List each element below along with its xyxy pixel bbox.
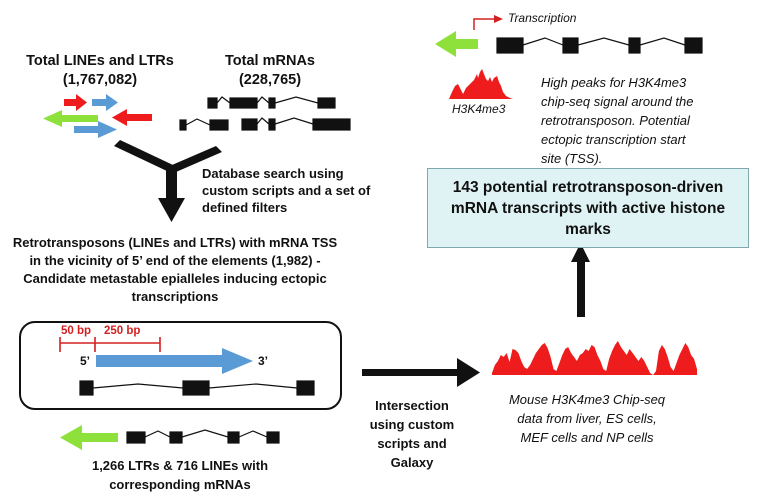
- database-search-label: Database search using custom scripts and…: [202, 165, 372, 216]
- caption-line: Mouse H3K4me3 Chip-seq: [508, 392, 666, 407]
- chipseq-signal-track: [492, 341, 697, 375]
- h3k4me3-label: H3K4me3: [452, 102, 506, 116]
- result-line: 143 potential retrotransposon-driven: [452, 179, 724, 196]
- text-line: transcriptions: [131, 289, 219, 304]
- chipseq-caption: Mouse H3K4me3 Chip-seq data from liver, …: [487, 390, 687, 447]
- green-arrow-left: [43, 110, 98, 127]
- top-gene-model: [496, 37, 703, 54]
- matched-pair-graphic: [60, 425, 280, 450]
- label-line: custom scripts and a set of: [202, 183, 371, 198]
- note-line: retrotransposon. Potential: [541, 113, 690, 128]
- intersection-label: Intersection using custom scripts and Ga…: [362, 396, 462, 472]
- blue-arrow-right-lower: [74, 121, 117, 138]
- red-arrow-right: [64, 94, 87, 111]
- mrna-gene-models: [179, 96, 351, 131]
- h3k4me3-small-peak: [449, 69, 513, 99]
- upstream-50bp-label: 50 bp: [61, 325, 92, 337]
- label-line: scripts and: [377, 436, 447, 451]
- transcription-label: Transcription: [508, 11, 577, 25]
- gene-model: [179, 118, 229, 131]
- retrotransposon-arrow-blue: [96, 348, 253, 374]
- text-line: Candidate metastable epialleles inducing…: [23, 271, 327, 286]
- green-arrow-left-top: [435, 31, 478, 57]
- mrna-count: (228,765): [238, 72, 302, 88]
- note-line: ectopic transcription start: [541, 132, 686, 147]
- label-line: Intersection: [375, 398, 449, 413]
- caption-line: data from liver, ES cells,: [517, 411, 657, 426]
- tss-window-ruler: [59, 337, 161, 352]
- retrotransposon-total: Total LINEs and LTRs (1,767,082): [20, 52, 180, 90]
- note-line: site (TSS).: [541, 151, 603, 166]
- gene-model: [241, 117, 351, 131]
- blue-arrow-right: [92, 94, 118, 111]
- three-prime-label: 3’: [258, 354, 269, 368]
- note-line: chip-seq signal around the: [541, 94, 694, 109]
- matched-elements-text: 1,266 LTRs & 716 LINEs with correspondin…: [60, 456, 300, 494]
- label-line: using custom: [369, 417, 455, 432]
- transcription-arrow: [473, 15, 503, 30]
- downstream-250bp-label: 250 bp: [104, 325, 141, 337]
- tss-window-frame: [19, 321, 342, 410]
- mrna-total: Total mRNAs (228,765): [205, 52, 335, 90]
- text-line: corresponding mRNAs: [109, 477, 251, 492]
- retrotransposon-title: Total LINEs and LTRs: [26, 53, 174, 69]
- five-prime-label: 5’: [80, 354, 91, 368]
- retrotransposon-arrows: [43, 94, 152, 138]
- label-line: defined filters: [202, 200, 288, 215]
- h3k4me3-note: High peaks for H3K4me3 chip-seq signal a…: [541, 73, 741, 168]
- up-arrow: [571, 243, 590, 317]
- text-line: in the vicinity of 5’ end of the element…: [29, 253, 321, 268]
- red-arrow-left: [112, 109, 152, 126]
- frame-gene-model: [79, 380, 315, 396]
- result-line: mRNA transcripts with active histone: [450, 200, 726, 217]
- caption-line: MEF cells and NP cells: [520, 430, 654, 445]
- result-line: marks: [565, 221, 611, 238]
- retrotransposon-count: (1,767,082): [62, 72, 138, 88]
- mrna-title: Total mRNAs: [225, 53, 315, 69]
- note-line: High peaks for H3K4me3: [541, 75, 687, 90]
- text-line: Retrotransposons (LINEs and LTRs) with m…: [12, 235, 338, 250]
- candidate-elements-text: Retrotransposons (LINEs and LTRs) with m…: [0, 234, 350, 306]
- intersection-arrow: [362, 358, 480, 387]
- text-line: 1,266 LTRs & 716 LINEs with: [91, 458, 269, 473]
- label-line: Database search using: [202, 166, 344, 181]
- result-box: 143 potential retrotransposon-driven mRN…: [427, 168, 749, 248]
- merge-arrow: [114, 140, 222, 222]
- gene-model: [207, 96, 336, 109]
- label-line: Galaxy: [390, 455, 434, 470]
